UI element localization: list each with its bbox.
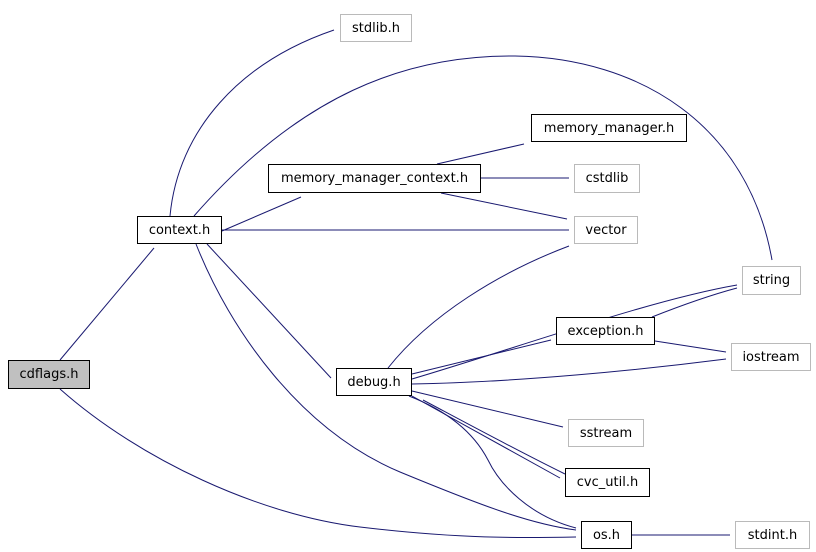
- node-label-iostream: iostream: [742, 349, 800, 365]
- graph-node-cdflags: cdflags.h: [8, 360, 90, 389]
- edge-exception-string: [651, 287, 738, 318]
- node-label-stdint: stdint.h: [747, 527, 798, 543]
- graph-node-os[interactable]: os.h: [581, 521, 632, 549]
- node-label-memory_manager_context: memory_manager_context.h: [280, 171, 469, 186]
- graph-node-cstdlib: cstdlib: [574, 164, 640, 193]
- edge-debug-cvc_util: [411, 395, 561, 479]
- node-label-cdflags: cdflags.h: [19, 367, 79, 382]
- edge-exception-iostream: [654, 340, 727, 353]
- graph-node-stdint: stdint.h: [735, 521, 810, 549]
- edge-cdflags-os: [59, 388, 577, 539]
- node-label-context: context.h: [148, 222, 211, 238]
- edge-debug-os: [408, 395, 577, 529]
- graph-node-debug[interactable]: debug.h: [336, 368, 412, 396]
- edge-debug-vector: [387, 245, 570, 369]
- graph-node-memory_manager[interactable]: memory_manager.h: [531, 114, 687, 142]
- edge-cvc_util-debug: [422, 399, 566, 475]
- edge-context-stdlib: [169, 29, 335, 217]
- node-label-exception: exception.h: [567, 323, 644, 339]
- edge-context-string: [193, 55, 773, 261]
- node-label-cvc_util: cvc_util.h: [576, 475, 639, 490]
- edge-debug-sstream: [411, 390, 564, 428]
- edge-memory_manager_context-memory_manager: [436, 143, 525, 165]
- edge-debug-iostream: [411, 358, 727, 385]
- edge-debug-exception: [411, 339, 552, 375]
- node-label-vector: vector: [585, 222, 627, 238]
- node-label-sstream: sstream: [579, 425, 633, 441]
- edge-cdflags-context: [59, 247, 155, 361]
- edge-group: [59, 29, 773, 539]
- graph-node-stdlib: stdlib.h: [340, 14, 412, 42]
- node-label-stdlib: stdlib.h: [352, 20, 400, 36]
- edge-context-os: [195, 243, 577, 531]
- node-label-string: string: [752, 273, 791, 288]
- node-label-cstdlib: cstdlib: [585, 171, 629, 186]
- graph-node-vector: vector: [574, 216, 638, 244]
- graph-node-string: string: [742, 266, 801, 295]
- node-label-debug: debug.h: [347, 374, 401, 390]
- graph-node-iostream: iostream: [731, 343, 811, 371]
- edge-memory_manager_context-vector: [440, 192, 568, 220]
- node-label-os: os.h: [592, 527, 621, 543]
- graph-node-sstream: sstream: [568, 419, 644, 447]
- graph-node-memory_manager_context[interactable]: memory_manager_context.h: [268, 164, 481, 193]
- edge-context-memory_manager_context: [221, 196, 302, 232]
- graph-node-context[interactable]: context.h: [137, 216, 222, 244]
- edge-context-debug: [206, 243, 332, 379]
- graph-node-exception[interactable]: exception.h: [556, 317, 655, 345]
- node-label-memory_manager: memory_manager.h: [543, 120, 675, 136]
- graph-node-cvc_util[interactable]: cvc_util.h: [565, 468, 650, 497]
